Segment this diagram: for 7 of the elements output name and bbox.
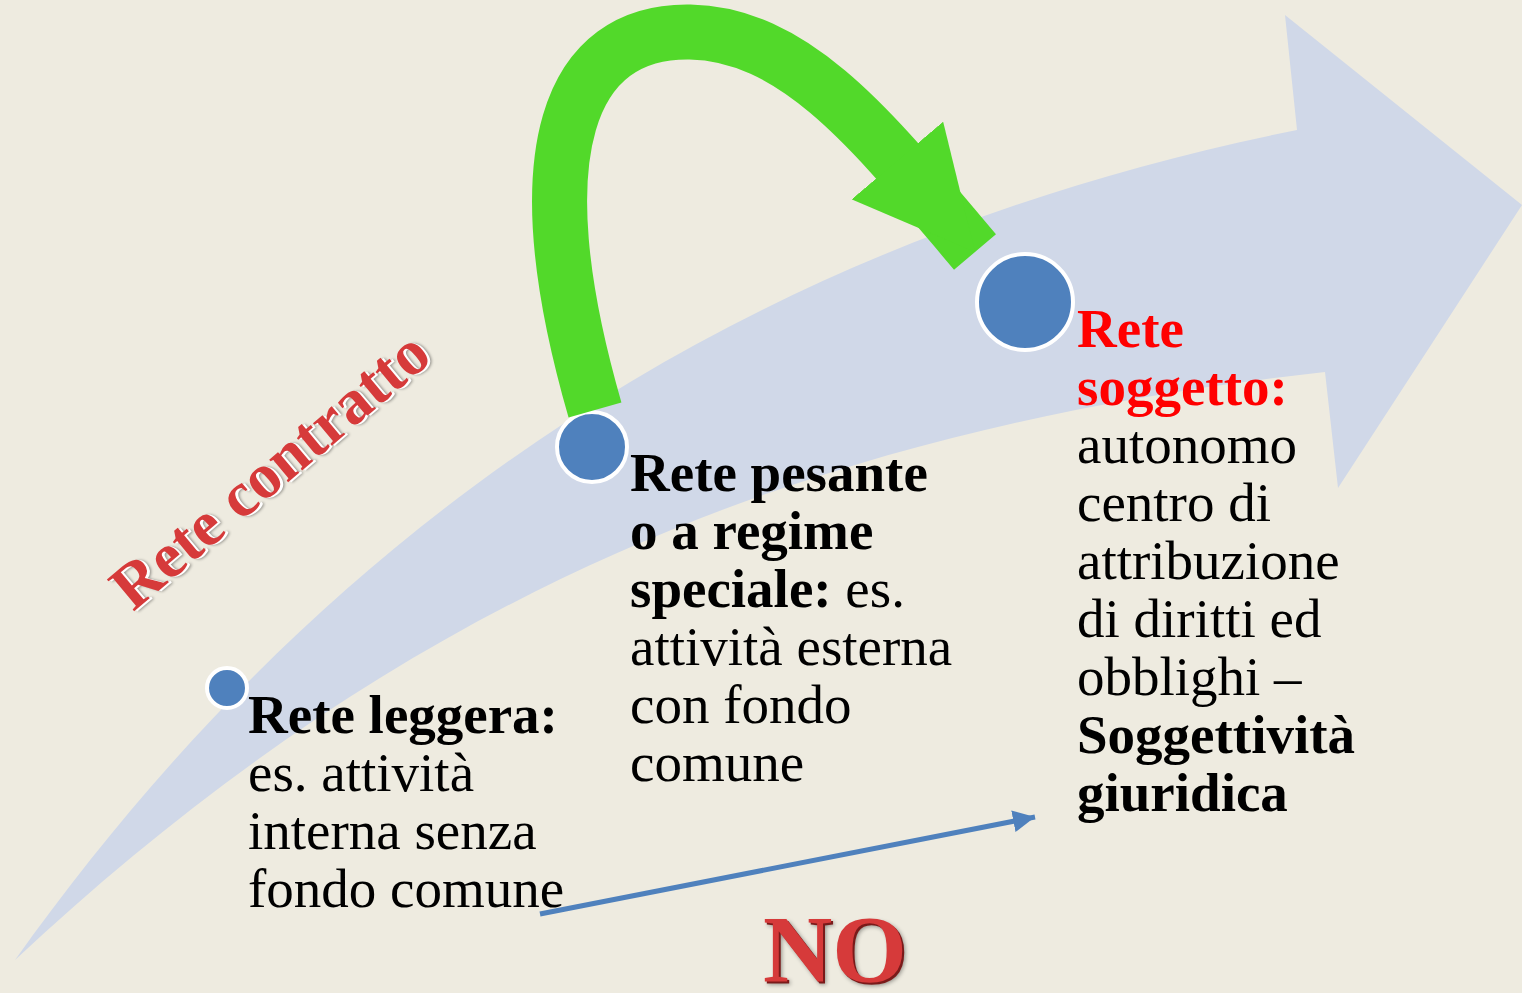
description-text: autonomo centro di attribuzione di diritti ed obblighi – Soggettività giuridica — [1077, 416, 1356, 822]
description-text: Rete leggera: es. attività interna senza fondo comune — [248, 686, 566, 918]
heading-text: Rete soggetto: — [1077, 300, 1289, 416]
arrow — [539, 810, 1036, 917]
edge-label: NO — [763, 905, 907, 993]
description-text: Rete pesante o a regime speciale: es. attività esterna con fondo comune — [630, 444, 954, 792]
curved-arrow — [532, 4, 996, 417]
